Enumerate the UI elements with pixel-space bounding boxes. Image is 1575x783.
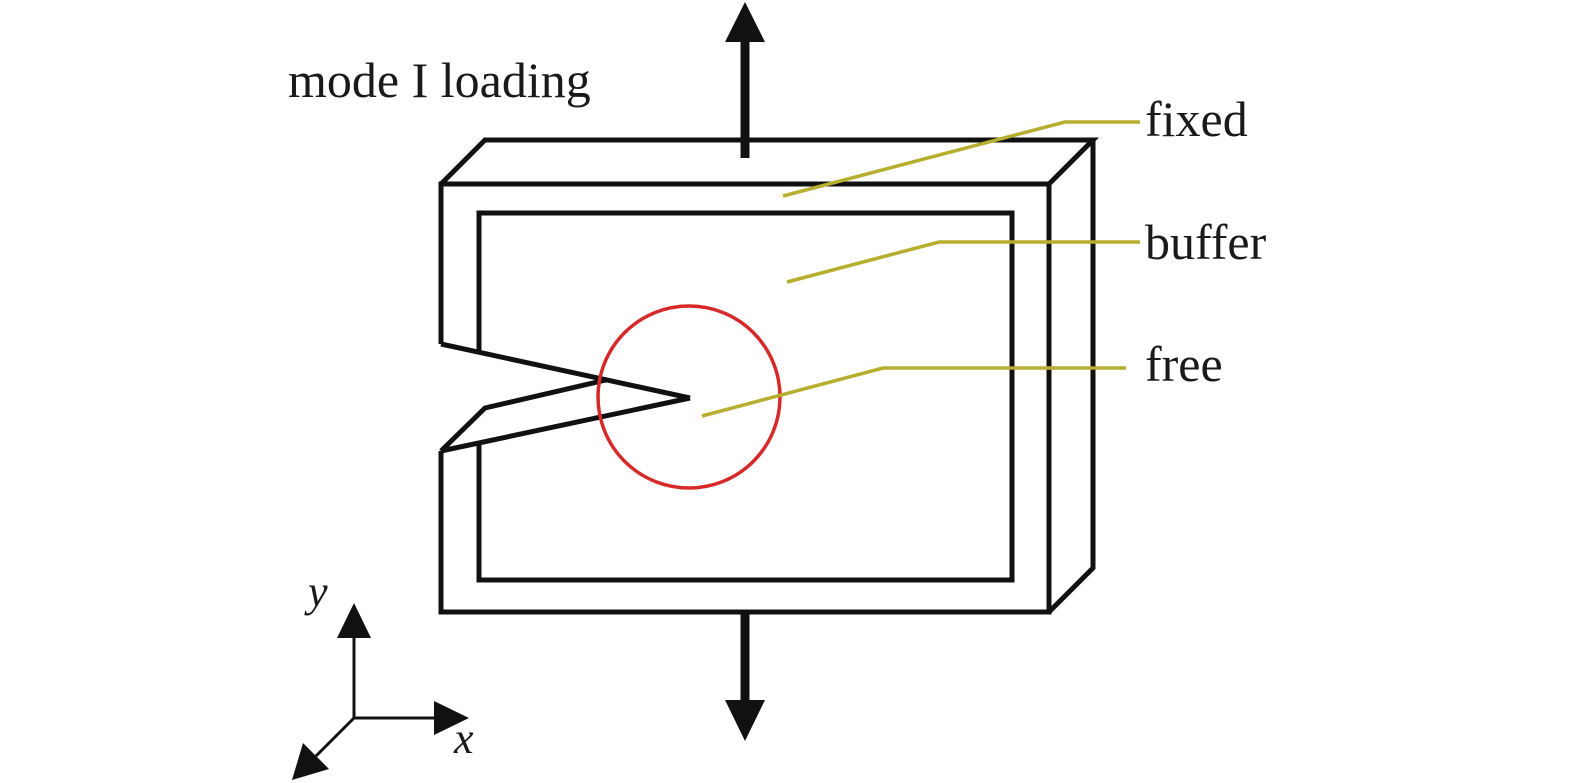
free-leader-line [701, 366, 1126, 418]
buffer-leader-line [786, 240, 1140, 284]
coordinate-axes [292, 603, 469, 780]
z-axis-line [314, 716, 356, 758]
mode-loading-title: mode I loading [288, 52, 591, 108]
y-axis-label: y [304, 567, 328, 616]
fixed-leader-line [782, 120, 1140, 198]
block-right-face [1047, 140, 1096, 614]
fixed-label: fixed [1145, 91, 1248, 147]
free-label: free [1145, 336, 1223, 392]
bottom-load-arrow [725, 613, 765, 741]
y-axis-arrowhead [337, 603, 371, 638]
block-top-face [439, 137, 1100, 186]
notch-lower-edge [440, 395, 691, 454]
fixed-region-outline [438, 181, 1052, 615]
x-axis-label: x [453, 714, 474, 763]
z-axis-arrowhead [292, 743, 329, 780]
notch-depth-face [439, 377, 607, 453]
buffer-region-outline [476, 210, 1015, 583]
buffer-label: buffer [1145, 214, 1267, 270]
top-load-arrow [725, 2, 765, 158]
x-axis-arrowhead [434, 701, 469, 735]
notch-upper-edge [440, 341, 691, 401]
